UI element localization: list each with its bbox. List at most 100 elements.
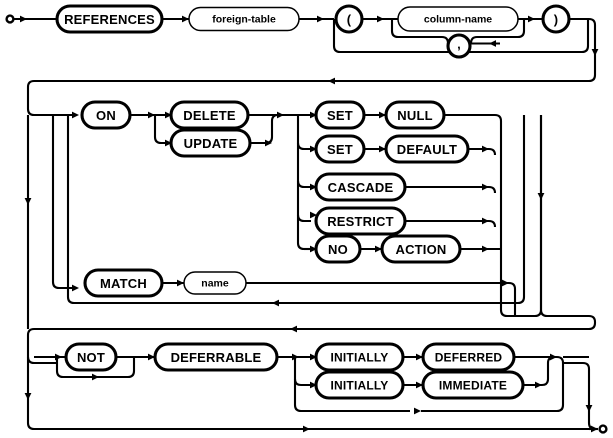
arrow-branch-set-default <box>310 145 317 153</box>
rail-section2-entry <box>26 79 589 117</box>
rail-action-collector-merges <box>488 147 501 251</box>
section-deferrable: NOT DEFERRABLE INITIALLY DEFERRED INITIA… <box>24 327 608 434</box>
arrow-column-name-out <box>528 15 535 23</box>
node-set-null-set-label: SET <box>327 108 353 123</box>
rail-action-fanout-spine <box>296 115 305 251</box>
section-references: REFERENCES foreign-table ( column-name , <box>5 4 599 83</box>
arrow-restrict-merge <box>482 217 489 225</box>
rail-section3-bypass <box>26 357 589 431</box>
arrow-start <box>20 15 27 23</box>
rail-on-match-repeat-loop <box>66 115 526 305</box>
node-action-label: ACTION <box>395 242 446 257</box>
rail-on-clause-exit <box>499 115 543 318</box>
arrow-foreign-table-out <box>317 15 324 23</box>
arrow-name-merge <box>502 279 509 287</box>
rail-action-branch-set-default <box>296 142 311 151</box>
arrow-branch-initially-immediate <box>310 381 317 389</box>
arrow-set-to-default <box>379 145 386 153</box>
node-initially-deferred-initially-label: INITIALLY <box>330 351 388 365</box>
arrow-deferrable-exit-down <box>585 405 593 412</box>
rail-fork-to-update <box>153 115 166 145</box>
rail-deferrable-collector <box>421 355 565 413</box>
node-no-label: NO <box>328 242 348 257</box>
node-null-label: NULL <box>397 108 432 123</box>
arrow-branch-restrict <box>310 211 317 219</box>
node-comma-label: , <box>457 37 461 52</box>
node-comma <box>446 33 472 59</box>
rail-comma-loop-connect-right <box>469 35 500 45</box>
end-circle-icon <box>598 424 608 434</box>
arrow-action-merge <box>482 245 489 253</box>
arrow-immediate-merge <box>535 381 542 389</box>
node-column-name-label: column-name <box>424 13 492 25</box>
node-cascade-label: CASCADE <box>328 180 394 195</box>
rail-section2-exit <box>539 115 597 324</box>
rail-branch-initially-immediate <box>293 378 311 387</box>
node-default-label: DEFAULT <box>397 142 457 157</box>
arrow-references-out <box>182 15 189 23</box>
arrow-initially-to-deferred <box>416 353 423 361</box>
arrow-section2-left-bypass-down <box>24 198 32 205</box>
node-on-label: ON <box>96 108 116 123</box>
arrow-branch-no <box>310 245 317 253</box>
node-references-label: REFERENCES <box>64 12 155 27</box>
arrow-match-to-name <box>177 279 184 287</box>
arrow-not-bypass <box>92 373 99 381</box>
node-lparen-label: ( <box>347 12 352 27</box>
arrow-lparen-out <box>377 15 384 23</box>
arrow-cascade-merge <box>482 183 489 191</box>
arrow-branch-cascade <box>310 183 317 191</box>
arrow-initially-bypass <box>414 407 421 415</box>
section-on-match: ON DELETE UPDATE SET <box>24 77 597 333</box>
arrow-end <box>591 425 598 433</box>
start-circle-icon <box>5 14 15 24</box>
node-delete-label: DELETE <box>183 108 236 123</box>
node-set-default-set-label: SET <box>327 142 353 157</box>
arrow-to-match <box>72 284 79 292</box>
node-deferrable-label: DEFERRABLE <box>171 350 262 365</box>
rail-immediate-to-collector <box>541 355 555 387</box>
arrow-branch-set-null <box>310 111 317 119</box>
node-deferred-label: DEFERRED <box>435 351 503 365</box>
rail-column-loop-left-down <box>390 19 399 39</box>
arrow-set-to-null <box>379 111 386 119</box>
node-update-label: UPDATE <box>184 136 238 151</box>
node-initially-immediate-initially-label: INITIALLY <box>330 379 388 393</box>
arrow-default-merge <box>482 145 489 153</box>
arrow-section2-to-on <box>72 111 79 119</box>
rail-on-match-alt-left <box>51 115 73 290</box>
node-name-label: name <box>201 277 229 289</box>
arrow-not-to-deferrable <box>148 353 155 361</box>
rail-action-branch-restrict <box>296 214 311 223</box>
node-not-label: NOT <box>77 350 105 365</box>
rail-action-branch-cascade <box>296 180 311 189</box>
rail-update-merge <box>250 113 279 145</box>
arrow-section2-to-section3 <box>290 325 297 333</box>
rail-match-to-exit <box>508 281 517 316</box>
node-foreign-table-label: foreign-table <box>212 13 276 25</box>
node-match-label: MATCH <box>100 276 147 291</box>
rail-action-collector <box>494 113 503 249</box>
rail-comma-loop-right <box>477 19 526 39</box>
arrow-update-merge <box>265 139 272 147</box>
node-rparen-label: ) <box>554 12 559 27</box>
arrow-on-match-repeat <box>272 299 279 307</box>
arrow-section2-entry-left <box>328 77 335 85</box>
arrow-branch-initially-deferred <box>310 353 317 361</box>
rail-initially-bypass <box>293 357 410 413</box>
arrow-section3-bypass-down <box>24 393 32 400</box>
rail-section1-exit-right <box>569 17 597 83</box>
arrow-action-fanout-entry <box>277 111 284 119</box>
node-restrict-label: RESTRICT <box>327 214 394 229</box>
arrow-initially-to-immediate <box>416 381 423 389</box>
arrow-on-out <box>148 111 155 119</box>
arrow-to-delete <box>165 111 172 119</box>
rail-section2-to-section3 <box>34 322 597 331</box>
arrow-section3-bypass-right <box>303 425 310 433</box>
arrow-to-update <box>165 139 172 147</box>
arrow-section1-exit-down <box>591 49 599 56</box>
rail-deferrable-exit <box>563 361 596 431</box>
node-immediate-label: IMMEDIATE <box>439 379 507 393</box>
